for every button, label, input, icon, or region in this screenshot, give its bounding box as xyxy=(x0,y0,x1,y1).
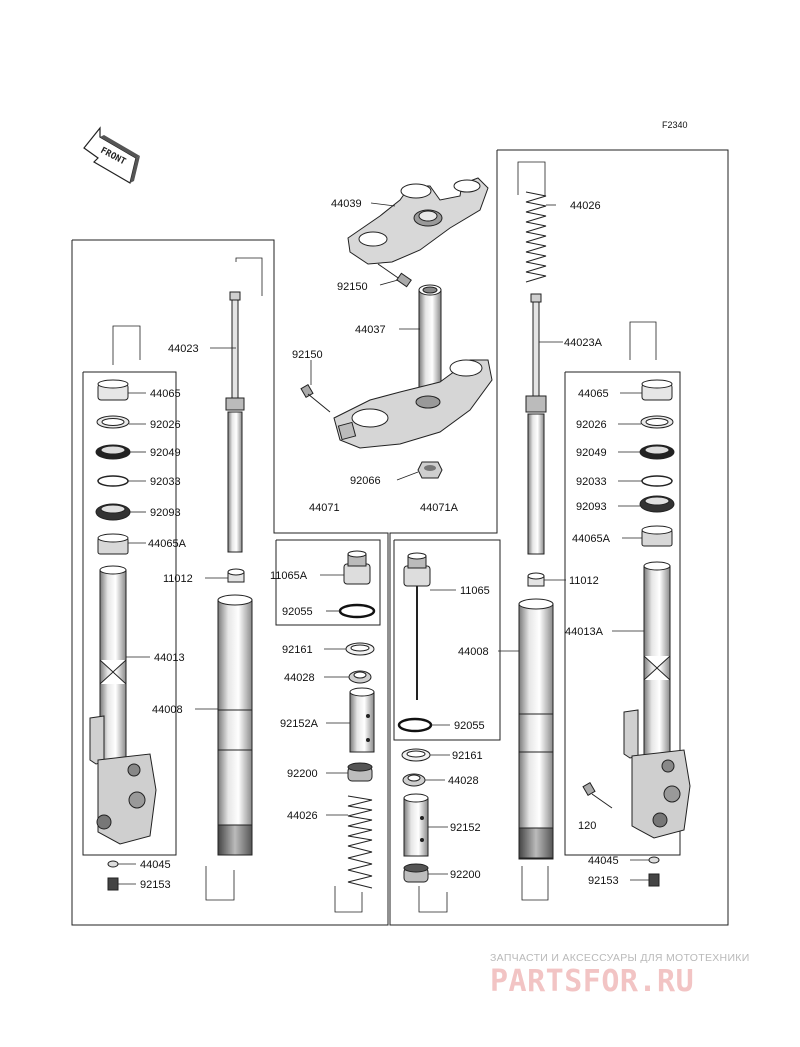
ring-92161-b xyxy=(401,748,431,762)
ring-92200-b xyxy=(403,863,429,883)
label-92161-a: 92161 xyxy=(282,644,313,656)
left-washer-44045 xyxy=(107,860,119,868)
label-92200-a: 92200 xyxy=(287,768,318,780)
label-92093-right: 92093 xyxy=(576,501,607,513)
label-44023: 44023 xyxy=(168,343,199,355)
label-92033-left: 92033 xyxy=(150,476,181,488)
label-92150-lower: 92150 xyxy=(292,349,323,361)
seat-44028-a xyxy=(348,670,372,684)
label-92161-b: 92161 xyxy=(452,750,483,762)
oring-92055-a xyxy=(338,603,376,619)
left-bolt-92153 xyxy=(107,877,119,891)
right-outer-tube-44013A xyxy=(623,561,691,839)
lower-triple-clamp xyxy=(333,359,493,449)
front-arrow-icon: FRONT xyxy=(83,126,140,184)
label-44023A: 44023A xyxy=(564,337,603,349)
label-44037: 44037 xyxy=(355,324,386,336)
label-44013: 44013 xyxy=(154,652,185,664)
label-92150-top: 92150 xyxy=(337,281,368,293)
watermark-tagline: ЗАПЧАСТИ И АКСЕССУАРЫ ДЛЯ МОТОТЕХНИКИ xyxy=(490,952,750,964)
label-44026-top: 44026 xyxy=(570,200,601,212)
label-92200-b: 92200 xyxy=(450,869,481,881)
label-92033-right: 92033 xyxy=(576,476,607,488)
damper-rod-44023 xyxy=(225,291,245,553)
label-11065: 11065 xyxy=(460,585,490,597)
label-92153-right: 92153 xyxy=(588,875,619,887)
spacer-92152A xyxy=(349,687,375,753)
spring-44026-lower xyxy=(347,795,373,889)
label-92026-right: 92026 xyxy=(576,419,607,431)
watermark-brand: PARTSFOR.RU xyxy=(490,964,694,999)
right-bolt-92153 xyxy=(648,873,660,887)
label-92049-left: 92049 xyxy=(150,447,181,459)
label-44013A: 44013A xyxy=(565,626,604,638)
steering-stem xyxy=(418,284,442,401)
label-44071: 44071 xyxy=(309,502,340,514)
bolt-92150-lower xyxy=(300,383,331,413)
left-seal-stack xyxy=(95,379,131,555)
label-44026-lower: 44026 xyxy=(287,810,318,822)
right-seal-stack xyxy=(639,379,675,547)
nut-92066 xyxy=(417,461,443,479)
upper-triple-clamp xyxy=(347,177,489,265)
oring-92055-b xyxy=(397,717,433,733)
label-92152: 92152 xyxy=(450,822,481,834)
label-92093-left: 92093 xyxy=(150,507,181,519)
label-92049-right: 92049 xyxy=(576,447,607,459)
part-labels: 44039 92150 44037 92150 92066 44026 4402… xyxy=(140,198,619,891)
label-44065A-left: 44065A xyxy=(148,538,187,550)
left-outer-tube-44013 xyxy=(89,565,157,845)
label-44028-b: 44028 xyxy=(448,775,479,787)
cartridge-11065 xyxy=(403,552,431,700)
label-44065A-right: 44065A xyxy=(572,533,611,545)
label-44028-a: 44028 xyxy=(284,672,315,684)
bolt-92150-top xyxy=(377,263,412,288)
ring-92161-a xyxy=(345,642,375,656)
label-44071A: 44071A xyxy=(420,502,459,514)
damper-rod-44023A xyxy=(525,293,547,555)
right-washer-44045 xyxy=(648,856,660,864)
group-frames xyxy=(71,149,729,926)
spring-44026-top xyxy=(525,191,547,283)
label-92066: 92066 xyxy=(350,475,381,487)
label-11012-left: 11012 xyxy=(163,573,193,585)
diagram-code: F2340 xyxy=(662,120,688,130)
break-marks xyxy=(112,161,657,913)
label-92152A: 92152A xyxy=(280,718,319,730)
label-44039: 44039 xyxy=(331,198,362,210)
label-92055-b: 92055 xyxy=(454,720,485,732)
right-collar-11012 xyxy=(527,572,545,587)
label-44065-left: 44065 xyxy=(150,388,181,400)
left-inner-tube-44008 xyxy=(217,594,253,856)
bolt-120 xyxy=(582,781,613,809)
label-44045-left: 44045 xyxy=(140,859,171,871)
label-92026-left: 92026 xyxy=(150,419,181,431)
leader-lines xyxy=(118,202,649,885)
seat-44028-b xyxy=(402,773,426,787)
label-92055-a: 92055 xyxy=(282,606,313,618)
cap-11065A xyxy=(343,550,371,585)
ring-92200-a xyxy=(347,762,373,782)
spacer-92152 xyxy=(403,793,429,857)
right-inner-tube-44008 xyxy=(518,598,554,860)
label-92153-left: 92153 xyxy=(140,879,171,891)
label-44065-right: 44065 xyxy=(578,388,609,400)
label-44008-left: 44008 xyxy=(152,704,183,716)
label-11012-right: 11012 xyxy=(569,575,599,587)
watermark: ЗАПЧАСТИ И АКСЕССУАРЫ ДЛЯ МОТОТЕХНИКИ PA… xyxy=(490,952,750,999)
label-11065A: 11065A xyxy=(270,570,308,582)
label-44045-right: 44045 xyxy=(588,855,619,867)
label-44008-right: 44008 xyxy=(458,646,489,658)
label-120: 120 xyxy=(578,820,596,832)
left-collar-11012 xyxy=(227,568,245,583)
